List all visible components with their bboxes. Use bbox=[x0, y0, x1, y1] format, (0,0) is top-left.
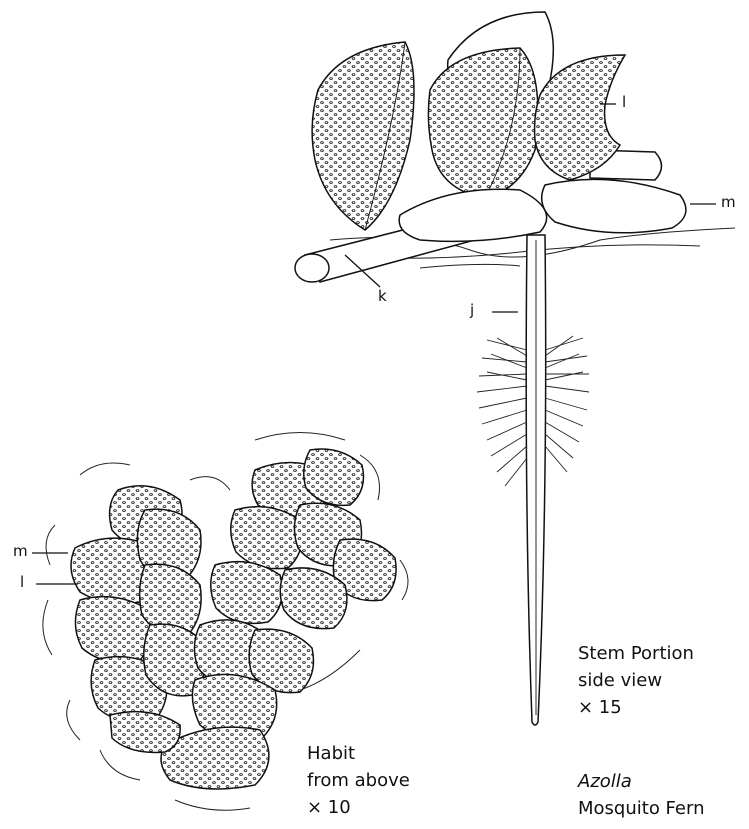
root-j bbox=[477, 235, 589, 725]
habit-left-branch bbox=[71, 486, 206, 723]
habit-right-branch bbox=[192, 449, 396, 741]
stem-caption-view: side view bbox=[578, 667, 694, 694]
stem-caption: Stem Portion side view × 15 bbox=[578, 640, 694, 721]
label-k: k bbox=[378, 289, 387, 304]
stem-leaf-1 bbox=[312, 42, 414, 230]
stem-caption-title: Stem Portion bbox=[578, 640, 694, 667]
habit-caption-view: from above bbox=[307, 767, 410, 794]
habit-caption-title: Habit bbox=[307, 740, 410, 767]
genus-name: Azolla bbox=[578, 768, 704, 795]
habit-caption: Habit from above × 10 bbox=[307, 740, 410, 821]
label-l-habit: l bbox=[20, 575, 24, 590]
lower-lobes bbox=[399, 179, 686, 241]
label-l-stem: l bbox=[622, 95, 626, 110]
habit-caption-magnification: × 10 bbox=[307, 794, 410, 821]
label-j: j bbox=[470, 303, 474, 318]
species-caption: Azolla Mosquito Fern bbox=[578, 768, 704, 822]
stem-portion-drawing bbox=[295, 12, 735, 725]
label-m-stem: m bbox=[721, 195, 736, 210]
common-name: Mosquito Fern bbox=[578, 795, 704, 822]
stem-caption-magnification: × 15 bbox=[578, 694, 694, 721]
stem-leaf-2 bbox=[428, 48, 537, 198]
label-m-habit: m bbox=[13, 544, 28, 559]
